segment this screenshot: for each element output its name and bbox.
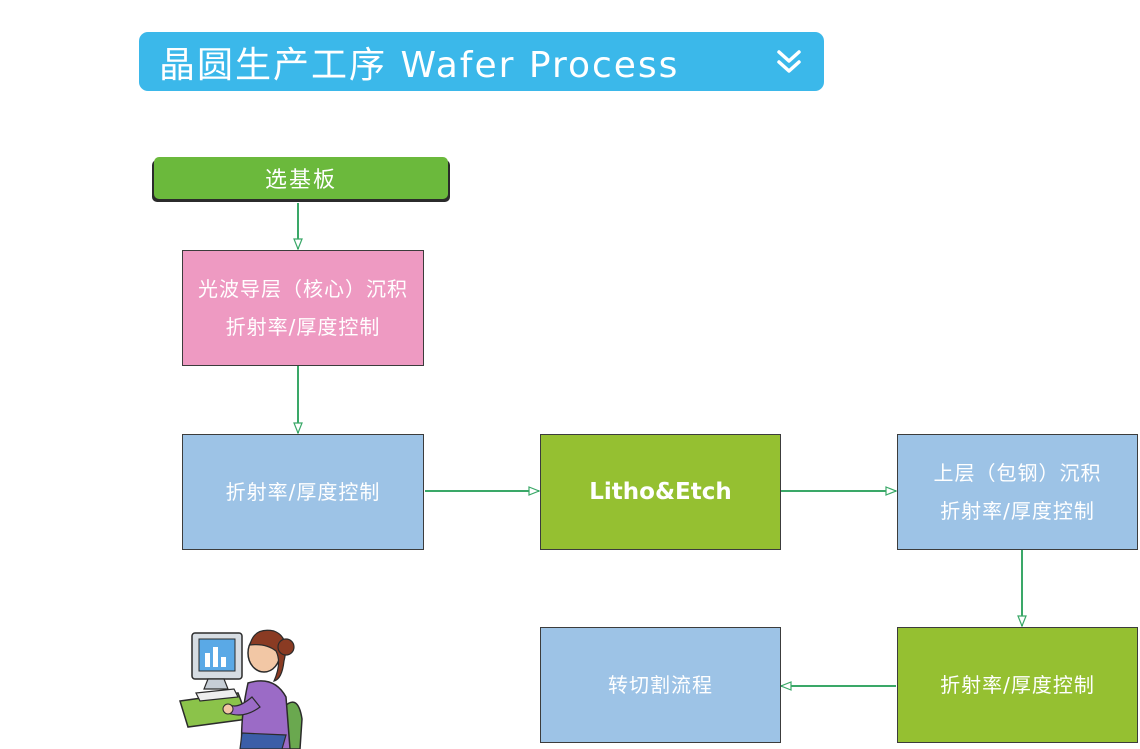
- node-control-1: 折射率/厚度控制: [182, 434, 424, 550]
- node-to-dicing: 转切割流程: [540, 627, 781, 743]
- node-control-2: 折射率/厚度控制: [897, 627, 1138, 743]
- node-line-1: 折射率/厚度控制: [225, 480, 381, 504]
- node-line-2: 折射率/厚度控制: [225, 315, 381, 339]
- title-banner: 晶圆生产工序 Wafer Process: [139, 32, 824, 91]
- node-select-substrate: 选基板: [154, 157, 448, 199]
- node-line-1: Litho&Etch: [589, 479, 732, 505]
- page-title: 晶圆生产工序 Wafer Process: [159, 44, 680, 86]
- node-label: 选基板: [264, 168, 337, 193]
- node-line-2: 折射率/厚度控制: [940, 499, 1095, 523]
- node-core-deposition: 光波导层（核心）沉积 折射率/厚度控制: [182, 250, 424, 366]
- node-line-1: 上层（包钢）沉积: [933, 461, 1102, 485]
- node-litho-etch: Litho&Etch: [540, 434, 781, 550]
- double-chevron-down-icon[interactable]: [774, 46, 804, 78]
- node-cladding-deposition: 上层（包钢）沉积 折射率/厚度控制: [897, 434, 1138, 550]
- node-line-1: 光波导层（核心）沉积: [198, 277, 408, 301]
- person-at-computer-icon: [179, 629, 303, 749]
- node-line-1: 转切割流程: [608, 673, 713, 697]
- node-line-1: 折射率/厚度控制: [940, 673, 1095, 697]
